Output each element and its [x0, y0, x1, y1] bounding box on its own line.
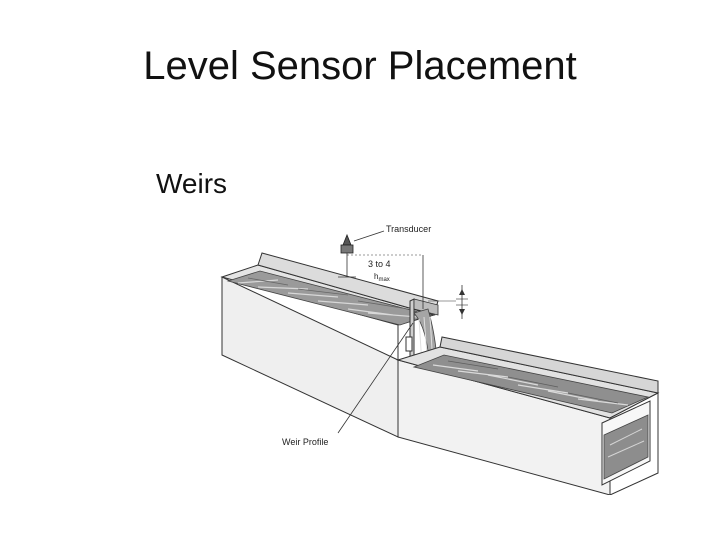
- weir-diagram: Transducer 3 to 4 hmax Weir Profile: [218, 205, 664, 495]
- bullet-text: Weirs: [156, 168, 228, 199]
- mount-bracket: [405, 336, 413, 352]
- distance-label: 3 to 4: [368, 259, 391, 269]
- upper-channel: [220, 252, 439, 438]
- lower-channel: [396, 336, 660, 495]
- weir-profile-label: Weir Profile: [282, 437, 328, 447]
- transducer-label: Transducer: [386, 224, 431, 234]
- hmax-label: hmax: [374, 272, 390, 283]
- head-dimension: [428, 285, 468, 319]
- slide-title: Level Sensor Placement: [143, 44, 577, 88]
- transducer-icon: [338, 233, 356, 278]
